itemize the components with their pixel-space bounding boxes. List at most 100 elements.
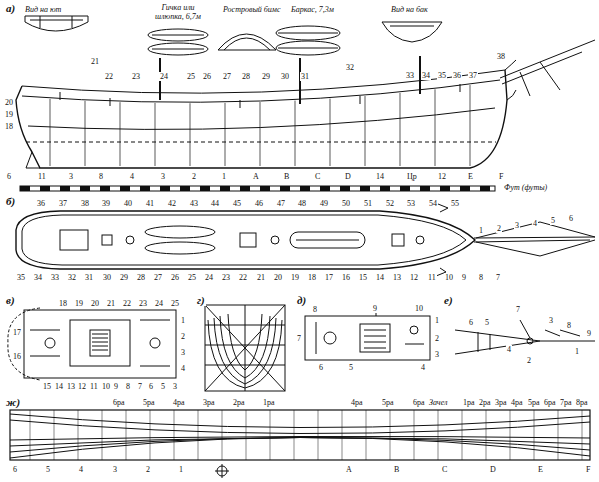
frame-line (270, 410, 271, 460)
callout-number: 48 (297, 199, 307, 208)
callout-number: 15 (42, 382, 52, 391)
callout-number: C (441, 465, 448, 474)
callout-number: 27 (153, 273, 163, 282)
section-letter: г) (196, 294, 206, 306)
section-letter: а) (5, 2, 16, 14)
callout-number: 4 (78, 465, 84, 474)
callout-number: 1ра (462, 398, 476, 407)
callout-number: 4 (532, 219, 538, 228)
frame-line (330, 99, 331, 166)
callout-number: 2ра (478, 398, 492, 407)
frame-line (582, 410, 583, 460)
callout-number: 28 (136, 273, 146, 282)
callout-number: B (393, 465, 400, 474)
callout-number: 8 (478, 273, 484, 282)
callout-number: 25 (187, 273, 197, 282)
callout-number: 21 (90, 57, 100, 66)
callout-number: A (345, 465, 353, 474)
callout-number: 46 (254, 199, 264, 208)
callout-number: 5 (550, 216, 556, 225)
callout-number: 10 (444, 273, 454, 282)
callout-number: 1 (178, 465, 184, 474)
callout-number: 6 (6, 172, 12, 181)
callout-number: 19 (74, 299, 84, 308)
callout-number: 34 (421, 71, 431, 80)
callout-number: 2 (526, 356, 532, 365)
callout-number: 25 (170, 299, 180, 308)
caption-text: Зачел (428, 398, 449, 407)
frame-line (102, 410, 103, 460)
callout-number: 5 (45, 465, 51, 474)
callout-number: 6 (468, 318, 474, 327)
frame-line (198, 410, 199, 460)
callout-number: 1ра (262, 398, 276, 407)
frame-line (50, 99, 51, 166)
caption-text: Гичка или шлюпка, 6,7м (146, 3, 210, 21)
callout-number: 3 (548, 316, 554, 325)
callout-number: 2 (191, 172, 197, 181)
callout-number: 5 (348, 363, 354, 372)
frame-line (366, 410, 367, 460)
callout-number: 7 (296, 334, 302, 343)
callout-number: 18 (4, 122, 14, 131)
callout-number: 37 (468, 71, 478, 80)
callout-number: 14 (375, 273, 385, 282)
callout-number: 2ра (232, 398, 246, 407)
callout-number: 20 (4, 98, 14, 107)
callout-number: 15 (358, 273, 368, 282)
callout-number: 33 (50, 273, 60, 282)
callout-number: B (283, 172, 290, 181)
callout-number: 51 (363, 199, 373, 208)
callout-number: 36 (36, 199, 46, 208)
callout-number: 7 (495, 273, 501, 282)
frame-line (295, 101, 296, 166)
body-plan (205, 305, 285, 391)
callout-number: 39 (101, 199, 111, 208)
callout-number: 5 (160, 382, 166, 391)
callout-number: 22 (122, 299, 132, 308)
callout-number: 32 (345, 63, 355, 72)
section-letter: е) (443, 294, 454, 306)
callout-number: 10 (101, 382, 111, 391)
callout-number: 11 (427, 273, 437, 282)
callout-number: 19 (290, 273, 300, 282)
callout-number: 1 (180, 316, 186, 325)
caption-text: Вид на бак (390, 5, 429, 14)
callout-number: 29 (261, 72, 271, 81)
callout-number: 7 (515, 305, 521, 314)
callout-number: 30 (280, 72, 290, 81)
callout-number: 36 (452, 71, 462, 80)
callout-number: 16 (341, 273, 351, 282)
callout-number: 6 (148, 382, 154, 391)
callout-number: 2 (434, 334, 440, 343)
callout-number: 49 (319, 199, 329, 208)
detail-v (8, 308, 176, 380)
frame-line (85, 101, 86, 166)
frame-line (534, 410, 535, 460)
frame-line (30, 410, 31, 460)
scale-bar (20, 186, 495, 191)
callout-number: 1 (434, 316, 440, 325)
frame-line (294, 410, 295, 460)
callout-number: 43 (189, 199, 199, 208)
callout-number: 18 (307, 273, 317, 282)
callout-number: 22 (238, 273, 248, 282)
callout-number: 47 (276, 199, 286, 208)
callout-number: 3 (160, 172, 166, 181)
frame-line (365, 96, 366, 166)
callout-number: 20 (90, 299, 100, 308)
callout-number: 6 (12, 465, 18, 474)
callout-number: 11 (37, 172, 47, 181)
callout-number: 52 (385, 199, 395, 208)
callout-number: 20 (273, 273, 283, 282)
callout-number: 26 (202, 72, 212, 81)
section-letter: б) (5, 195, 16, 207)
callout-number: 50 (341, 199, 351, 208)
callout-number: 34 (33, 273, 43, 282)
frame-line (390, 410, 391, 460)
caption-text: Баркас, 7,3м (290, 5, 335, 14)
callout-number: 9 (372, 304, 378, 313)
deck-plan (16, 204, 595, 276)
frame-line (558, 410, 559, 460)
callout-number: 6ра (543, 398, 557, 407)
